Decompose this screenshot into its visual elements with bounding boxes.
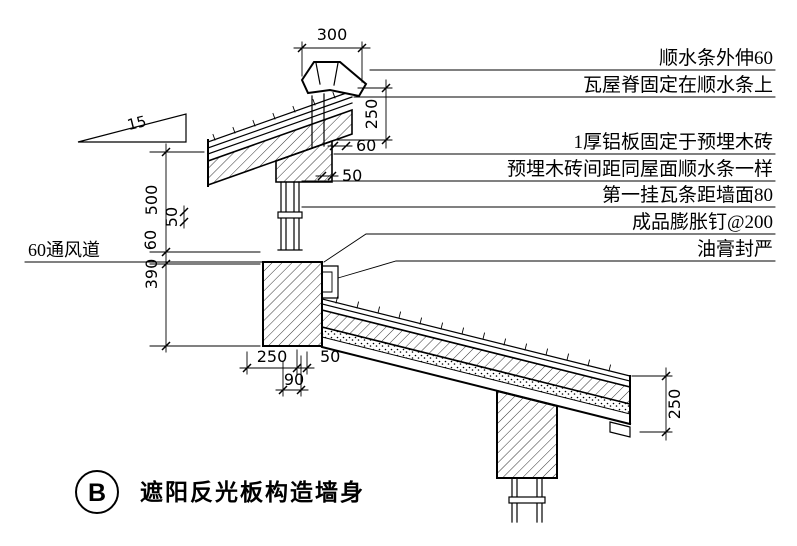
callout-label-4: 预埋木砖间距同屋面顺水条一样	[507, 158, 773, 180]
lower-window-mid-bar	[508, 496, 546, 504]
flashing-detail	[321, 265, 339, 299]
slab-soffit-line	[320, 345, 632, 426]
dim-offset-60: 60	[356, 136, 376, 155]
dim-ridge-height: 250	[362, 99, 381, 130]
upper-wall	[275, 139, 333, 183]
flashing-channel	[321, 265, 339, 299]
drip-lip	[609, 421, 631, 438]
callout-label-5: 第一挂瓦条距墙面80	[602, 184, 773, 206]
dim-edge-250: 250	[665, 389, 684, 420]
callout-leaders: 顺水条外伸60 瓦屋脊固定在顺水条上 1厚铝板固定于预埋木砖 预埋木砖间距同屋面…	[301, 47, 776, 279]
dim-inner-50: 50	[162, 207, 181, 227]
ridge-tile-joints	[315, 62, 339, 86]
dim-lower-height: 390	[142, 259, 161, 290]
dim-eave-90: 90	[284, 370, 304, 389]
slope-value: 15	[125, 112, 148, 134]
dim-ridge-width: 300	[317, 25, 348, 44]
board-layer-lines	[321, 298, 631, 382]
lower-roof-slab	[320, 296, 632, 438]
tile-layer-lines	[207, 90, 353, 155]
slab-structure-band	[321, 308, 631, 406]
dim-vent-60: 60	[141, 230, 160, 250]
flashing-inner	[321, 271, 333, 293]
bottom-wall	[496, 389, 558, 523]
main-wall-mass	[262, 261, 323, 347]
insulation-band	[321, 326, 631, 415]
callout-label-1: 顺水条外伸60	[659, 47, 773, 69]
callout-label-6: 成品膨胀钉@200	[632, 211, 773, 233]
dim-upper-height: 500	[142, 185, 161, 216]
upper-wall-mass	[275, 139, 333, 183]
ridge-batten-boards	[311, 93, 325, 149]
tile-batten-ticks	[212, 91, 336, 141]
dim-offset-50: 50	[342, 166, 362, 185]
slope-triangle	[77, 113, 187, 143]
leader-lines	[301, 69, 776, 279]
dim-eave-50: 50	[320, 347, 340, 366]
ridge-cap	[300, 61, 368, 149]
callout-label-7: 油膏封严	[697, 237, 773, 260]
callout-label-3: 1厚铝板固定于预埋木砖	[573, 131, 773, 153]
slope-indicator: 15	[77, 112, 187, 143]
ridge-tile	[300, 61, 368, 98]
wall-mass	[262, 261, 323, 347]
title-block: B 遮阳反光板构造墙身	[75, 470, 365, 514]
detail-letter-circle	[75, 470, 119, 514]
vent-window-upper	[277, 181, 303, 251]
dim-eave-250: 250	[257, 347, 288, 366]
dimension-lines	[24, 41, 673, 441]
callout-label-2: 瓦屋脊固定在顺水条上	[583, 74, 773, 96]
window-mid-bar	[277, 211, 303, 219]
drawing-title: 遮阳反光板构造墙身	[140, 479, 365, 505]
dimension-annotations: 300 250 60 50 500 50 60 390 250 50 90 25…	[24, 25, 684, 441]
bottom-wall-mass	[496, 389, 558, 479]
board-batten-ticks	[335, 296, 612, 372]
detail-letter: B	[88, 479, 106, 507]
dimension-ticks	[161, 43, 671, 437]
vent-duct-label: 60通风道	[28, 240, 100, 260]
upper-roof	[207, 90, 353, 187]
